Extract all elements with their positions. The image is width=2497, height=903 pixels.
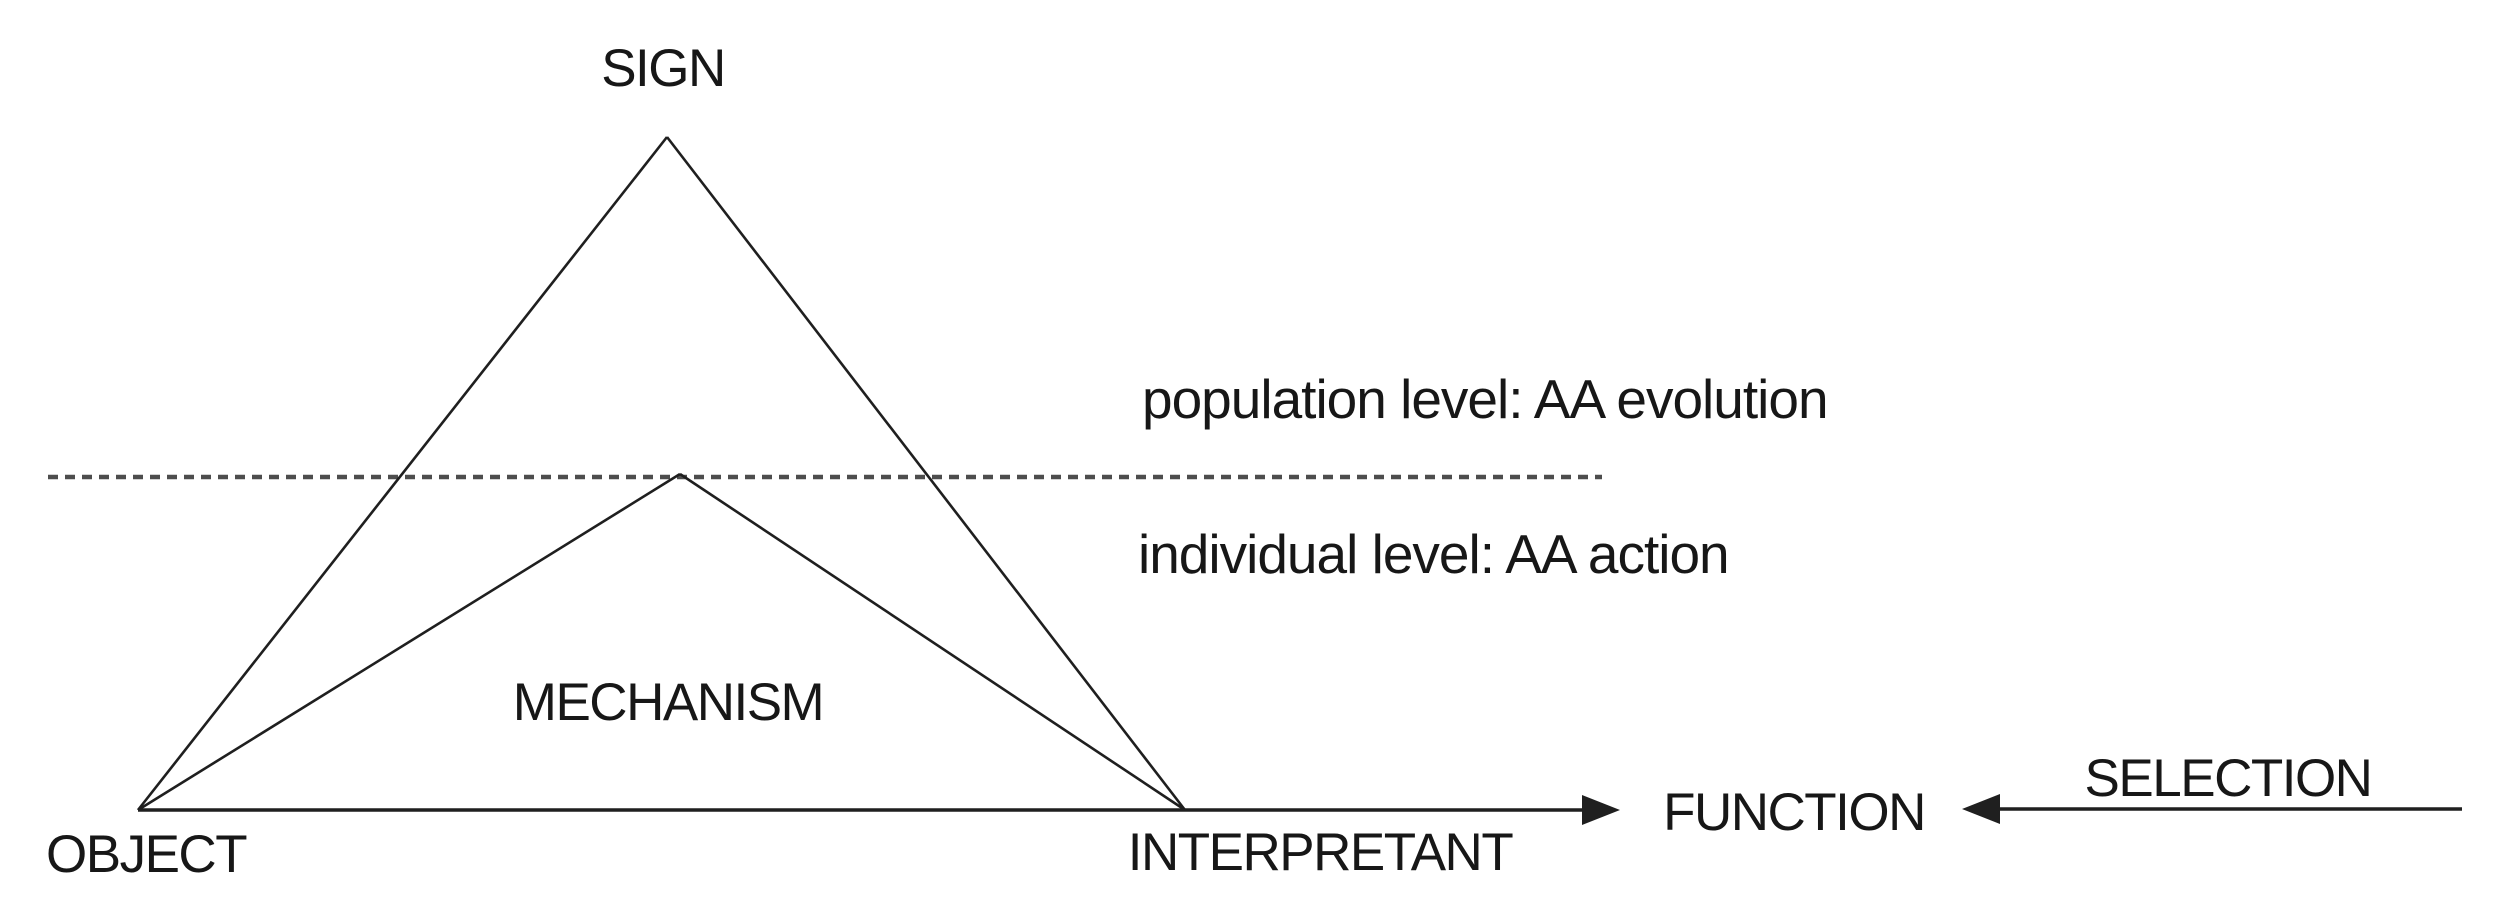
selection-label: SELECTION — [2084, 749, 2373, 808]
outer-triangle-left-edge — [136, 136, 669, 811]
object-label: OBJECT — [46, 825, 248, 884]
individual-level-label: individual level: AA action — [1138, 523, 1730, 585]
inner-triangle-right-edge — [679, 472, 1186, 812]
interpretant-label: INTERPRETANT — [1127, 823, 1514, 882]
population-level-label: population level: AA evolution — [1142, 368, 1829, 430]
mechanism-label: MECHANISM — [512, 673, 825, 732]
selection-arrowhead-icon — [1962, 794, 2000, 824]
function-arrowhead-icon — [1582, 795, 1620, 825]
outer-triangle-right-edge — [665, 136, 1187, 811]
function-label: FUNCTION — [1663, 783, 1926, 842]
inner-triangle-left-edge — [137, 472, 681, 812]
sign-label: SIGN — [601, 39, 726, 98]
